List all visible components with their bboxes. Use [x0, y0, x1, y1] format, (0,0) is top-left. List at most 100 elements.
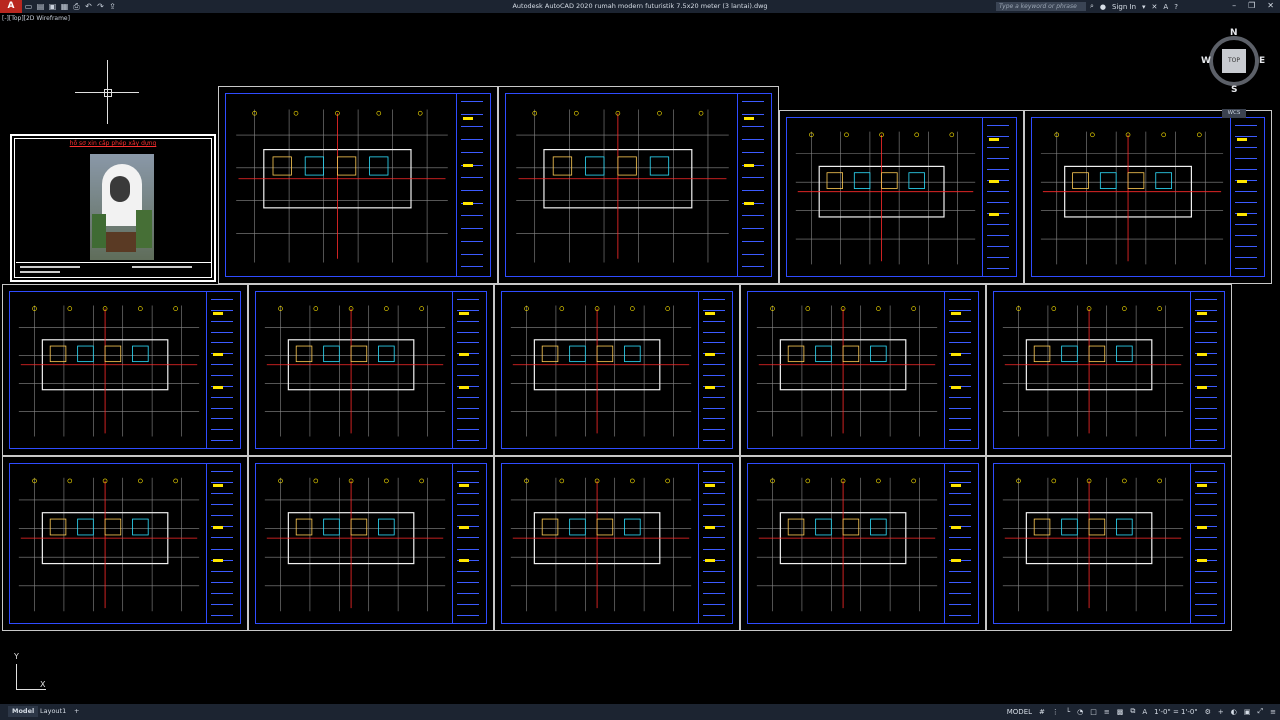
save-icon[interactable]: ▣ — [48, 2, 57, 11]
title-block-line — [703, 375, 725, 376]
title-block-line — [949, 375, 971, 376]
help-icon[interactable]: ? — [1174, 2, 1178, 11]
drawing-sheet[interactable] — [2, 284, 248, 456]
compass-west[interactable]: W — [1201, 56, 1211, 66]
undo-icon[interactable]: ↶ — [85, 2, 92, 11]
close-icon[interactable]: ✕ — [1267, 1, 1274, 10]
drawing-sheet[interactable] — [2, 456, 248, 631]
minimize-icon[interactable]: – — [1232, 1, 1237, 10]
drawing-sheet[interactable] — [494, 456, 740, 631]
title-block — [452, 291, 487, 449]
title-block-line — [1195, 396, 1217, 398]
cover-sheet[interactable]: hồ sơ xin cấp phép xây dựng — [10, 134, 216, 282]
title-block-line — [987, 125, 1009, 126]
cart-icon[interactable]: ▾ — [1142, 2, 1146, 11]
workspace-gear-icon[interactable]: ⚙ — [1204, 707, 1211, 716]
axis-bubble — [1122, 306, 1127, 311]
selection-cycling-icon[interactable]: ⧉ — [1130, 707, 1136, 715]
ortho-icon[interactable]: └ — [1065, 707, 1071, 716]
snap-icon[interactable]: ⋮ — [1051, 707, 1059, 716]
room-element — [1099, 172, 1117, 189]
room-element — [624, 518, 641, 536]
title-block-line — [457, 581, 479, 583]
annotation-scale-value[interactable]: 1'-0" = 1'-0" — [1154, 707, 1198, 716]
exchange-icon[interactable]: ✕ — [1151, 2, 1158, 11]
viewcube-top-face[interactable]: TOP — [1222, 49, 1246, 73]
fullscreen-icon[interactable]: ⤢ — [1257, 707, 1264, 715]
compass-ring[interactable] — [1209, 36, 1259, 86]
axis-bubble — [949, 132, 955, 138]
tab-layout1[interactable]: Layout1 — [40, 707, 67, 715]
title-block-line — [987, 268, 1009, 269]
drawing-sheet[interactable] — [779, 110, 1024, 284]
share-icon[interactable]: ⇪ — [109, 2, 116, 11]
title-block-line — [949, 320, 971, 322]
title-block-mark — [705, 385, 715, 389]
title-block-line — [987, 202, 1009, 203]
open-file-icon[interactable]: ▤ — [36, 2, 45, 11]
grid-icon[interactable]: # — [1039, 707, 1045, 716]
hardware-acceleration-icon[interactable]: ▣ — [1243, 707, 1251, 716]
title-block-mark — [459, 352, 469, 356]
user-icon[interactable]: ● — [1099, 2, 1107, 11]
cover-text-line — [132, 266, 192, 268]
title-block-line — [457, 320, 479, 322]
drawing-sheet[interactable] — [740, 456, 986, 631]
compass-east[interactable]: E — [1259, 56, 1266, 66]
drawing-sheet[interactable] — [740, 284, 986, 456]
viewcube[interactable]: TOP N S E W — [1201, 28, 1267, 95]
title-block — [698, 291, 733, 449]
axis-bubble — [524, 478, 529, 484]
title-block-line — [461, 240, 483, 242]
drawing-sheet[interactable] — [986, 456, 1232, 631]
compass-north[interactable]: N — [1230, 28, 1238, 38]
save-as-icon[interactable]: ▦ — [60, 2, 69, 11]
osnap-icon[interactable]: □ — [1090, 707, 1097, 716]
title-block-line — [1195, 331, 1217, 333]
title-block-line — [742, 266, 764, 268]
add-layout-icon[interactable]: + — [74, 707, 80, 715]
drawing-sheet[interactable] — [248, 456, 494, 631]
drawing-sheet[interactable] — [248, 284, 494, 456]
customize-icon[interactable]: ≡ — [1270, 707, 1276, 716]
autodesk-a-icon[interactable]: A — [1163, 2, 1169, 11]
title-block-line — [1195, 614, 1217, 616]
autocad-logo-icon[interactable]: A — [0, 0, 22, 13]
search-input[interactable]: Type a keyword or phrase — [996, 2, 1086, 11]
redo-icon[interactable]: ↷ — [97, 2, 104, 11]
isolate-icon[interactable]: ◐ — [1230, 707, 1237, 716]
axis-bubble — [805, 306, 811, 311]
title-block-line — [949, 396, 971, 398]
plan-drawing — [510, 305, 692, 437]
plot-icon[interactable]: ⎙ — [73, 2, 80, 11]
room-element — [132, 345, 149, 363]
drawing-sheet[interactable] — [218, 86, 498, 284]
lineweight-icon[interactable]: ≡ — [1103, 707, 1110, 716]
title-block-line — [987, 136, 1009, 137]
title-block-line — [703, 548, 725, 550]
drawing-sheet[interactable] — [498, 86, 779, 284]
new-file-icon[interactable]: ▭ — [24, 2, 33, 11]
title-block-line — [1195, 592, 1217, 594]
title-block-mark — [213, 484, 223, 487]
axis-bubble — [278, 306, 283, 311]
title-block-line — [211, 482, 233, 484]
drawing-sheet[interactable] — [986, 284, 1232, 456]
restore-icon[interactable]: ❐ — [1248, 1, 1256, 10]
drawing-sheet[interactable] — [1024, 110, 1272, 284]
transparency-icon[interactable]: ▩ — [1116, 707, 1124, 716]
model-space-button[interactable]: MODEL — [1006, 707, 1033, 716]
polar-icon[interactable]: ◔ — [1077, 707, 1084, 716]
wcs-menu[interactable]: WCS — [1222, 109, 1246, 118]
title-block-line — [461, 113, 483, 115]
compass-south[interactable]: S — [1231, 85, 1238, 95]
sign-in-link[interactable]: Sign In — [1112, 2, 1137, 11]
tab-model[interactable]: Model — [8, 706, 39, 717]
title-block-mark — [1197, 559, 1207, 563]
annotation-scale-icon[interactable]: A — [1142, 707, 1148, 716]
drawing-sheet[interactable] — [494, 284, 740, 456]
search-icon[interactable]: ⌕ — [1090, 2, 1094, 10]
plus-icon[interactable]: + — [1217, 707, 1224, 716]
room-element — [49, 345, 67, 363]
viewport-controls[interactable]: [-][Top][2D Wireframe] — [2, 15, 70, 22]
